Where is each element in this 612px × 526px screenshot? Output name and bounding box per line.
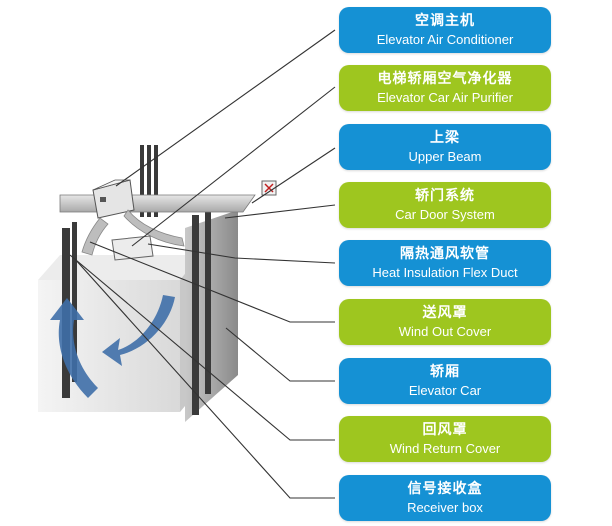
label-upper-beam-cn: 上梁: [430, 130, 460, 146]
label-purifier-cn: 电梯轿厢空气净化器: [377, 71, 513, 87]
label-wind-out-en: Wind Out Cover: [398, 324, 492, 339]
label-elevator-car: 轿厢 Elevator Car: [339, 358, 551, 404]
label-purifier: 电梯轿厢空气净化器 Elevator Car Air Purifier: [339, 65, 551, 111]
label-wind-return: 回风罩 Wind Return Cover: [339, 416, 551, 462]
label-flex-duct-cn: 隔热通风软管: [400, 246, 490, 262]
label-upper-beam-en: Upper Beam: [408, 149, 482, 164]
label-car-door-cn: 轿门系统: [415, 188, 475, 204]
label-aircon-cn: 空调主机: [415, 13, 475, 29]
leader-lines: [69, 29, 336, 499]
label-aircon: 空调主机 Elevator Air Conditioner: [339, 7, 551, 53]
label-wind-return-en: Wind Return Cover: [389, 441, 501, 456]
purifier-unit: [111, 235, 154, 261]
upper-beam: [59, 194, 256, 213]
label-aircon-en: Elevator Air Conditioner: [376, 32, 514, 47]
label-receiver-box-en: Receiver box: [407, 500, 483, 515]
airflow-arrows: [50, 295, 175, 398]
label-receiver-box-cn: 信号接收盒: [407, 481, 483, 497]
label-receiver-box: 信号接收盒 Receiver box: [339, 475, 551, 521]
label-flex-duct-en: Heat Insulation Flex Duct: [372, 265, 518, 280]
receiver-box: [261, 180, 277, 196]
label-wind-out: 送风罩 Wind Out Cover: [339, 299, 551, 345]
ac-pipes: [140, 145, 158, 217]
label-car-door: 轿门系统 Car Door System: [339, 182, 551, 228]
label-purifier-en: Elevator Car Air Purifier: [377, 90, 513, 105]
label-elevator-car-cn: 轿厢: [430, 364, 460, 380]
flex-duct: [81, 209, 185, 256]
label-wind-return-cn: 回风罩: [422, 422, 468, 438]
label-flex-duct: 隔热通风软管 Heat Insulation Flex Duct: [339, 240, 551, 286]
label-elevator-car-en: Elevator Car: [408, 383, 482, 398]
label-car-door-en: Car Door System: [395, 207, 495, 222]
label-upper-beam: 上梁 Upper Beam: [339, 124, 551, 170]
label-wind-out-cn: 送风罩: [422, 305, 468, 321]
